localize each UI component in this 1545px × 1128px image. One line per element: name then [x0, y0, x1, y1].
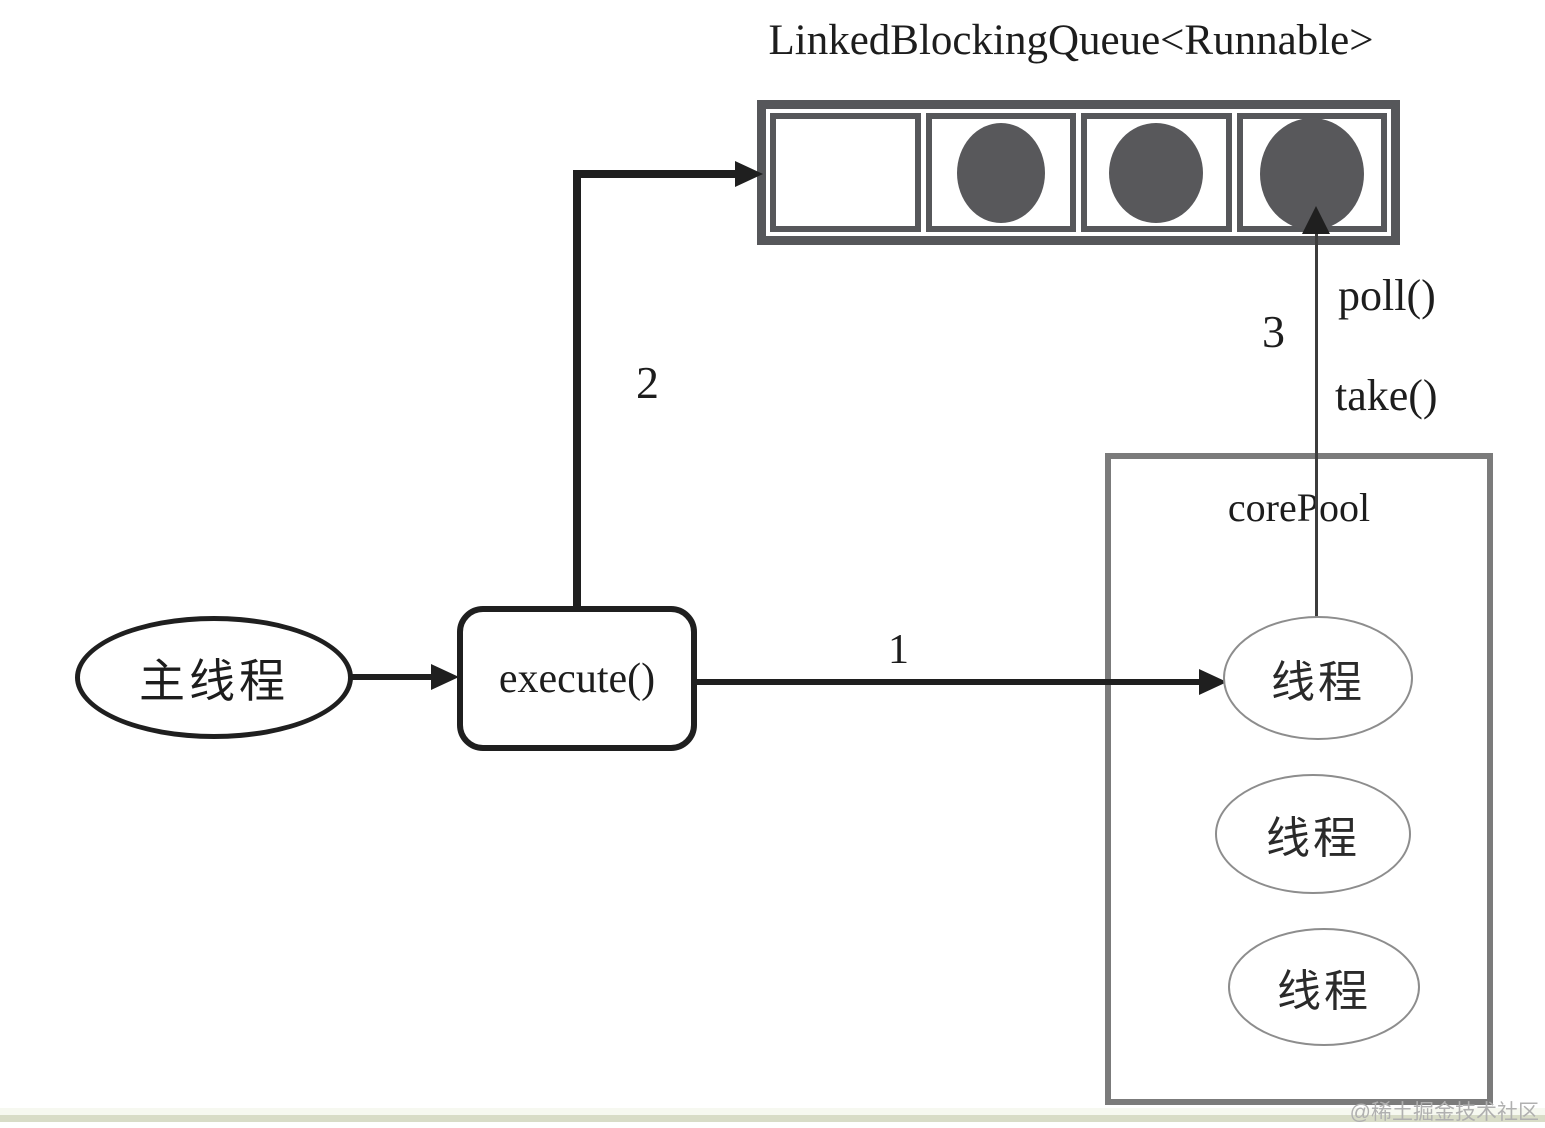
arrow-3-line: [1315, 230, 1318, 617]
core-pool-box: [1105, 453, 1493, 1105]
thread-1-label: 线程: [1271, 658, 1365, 707]
arrow-1-line: [697, 679, 1199, 685]
arrow-1-head-icon: [1199, 669, 1227, 695]
queue-cell-task: [925, 113, 1076, 232]
thread-3-label: 线程: [1277, 967, 1371, 1016]
take-label: take(): [1335, 371, 1438, 420]
arrow-main-to-execute-head-icon: [431, 664, 459, 690]
task-circle: [1109, 122, 1204, 223]
thread-node-3: 线程: [1228, 928, 1420, 1046]
arrow-2-head-icon: [735, 161, 763, 187]
blocking-queue: [757, 100, 1400, 245]
bottom-strip: [0, 1108, 1545, 1115]
watermark: @稀土掘金技术社区: [1349, 1101, 1539, 1124]
main-thread-node: 主线程: [75, 616, 353, 739]
thread-node-1: 线程: [1223, 616, 1413, 740]
task-circle: [956, 122, 1045, 223]
arrow-2-horizontal-line: [573, 170, 735, 178]
core-pool-label: corePool: [1227, 485, 1371, 530]
step-1-label: 1: [888, 627, 909, 673]
execute-label: execute(): [498, 655, 656, 702]
thread-2-label: 线程: [1266, 814, 1360, 863]
arrow-3-head-icon: [1302, 206, 1330, 234]
arrow-2-vertical-line: [573, 172, 581, 606]
step-3-label: 3: [1262, 306, 1285, 357]
queue-title: LinkedBlockingQueue<Runnable>: [768, 17, 1374, 64]
thread-node-2: 线程: [1215, 774, 1411, 894]
main-thread-label: 主线程: [139, 655, 289, 707]
queue-cell-task: [1081, 113, 1232, 232]
bottom-bar: [0, 1115, 1545, 1122]
queue-cell-empty: [770, 113, 921, 232]
execute-node: execute(): [457, 606, 697, 751]
arrow-main-to-execute-line: [352, 674, 432, 680]
step-2-label: 2: [636, 357, 659, 408]
poll-label: poll(): [1338, 271, 1436, 320]
